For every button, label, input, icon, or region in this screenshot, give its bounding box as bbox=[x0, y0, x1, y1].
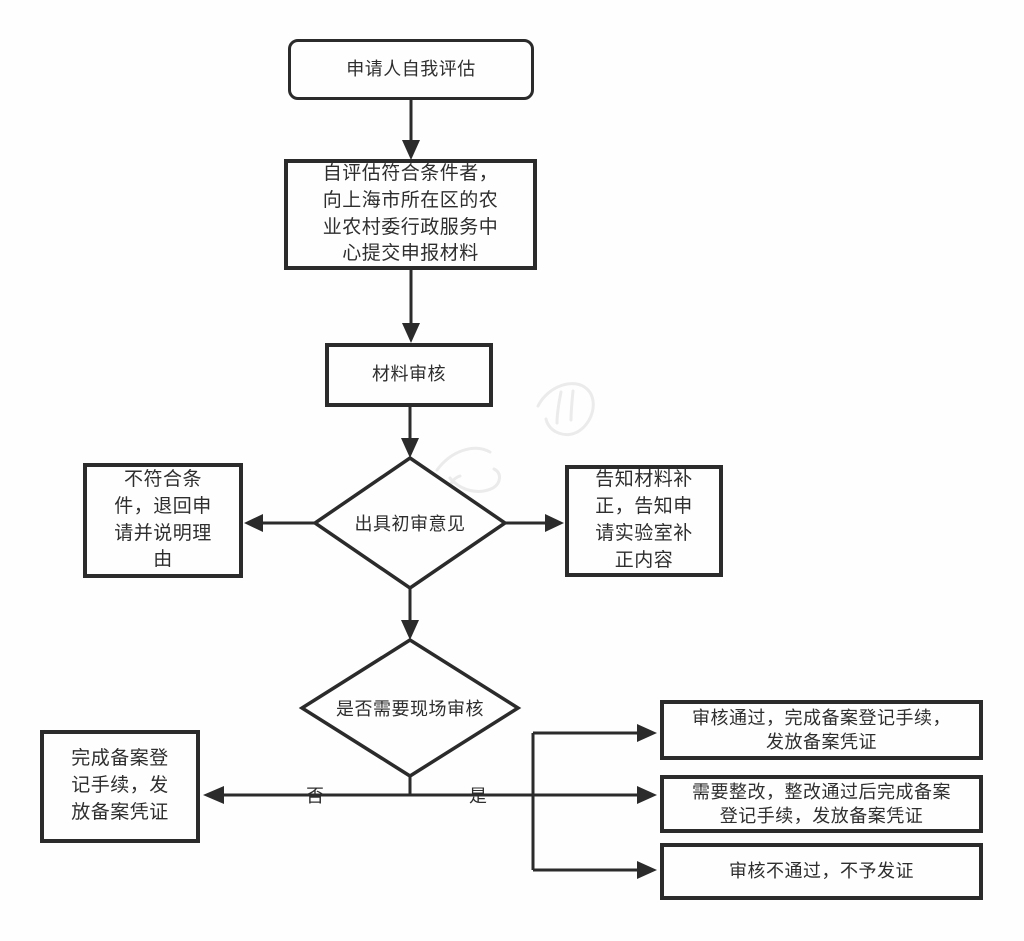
arrowhead-right-icon bbox=[637, 861, 657, 879]
edge-label-yes: 是 bbox=[458, 782, 498, 808]
diamond-initial-opinion-label: 出具初审意见 bbox=[315, 505, 505, 541]
node-complete-label: 完成备案登记手续，发放备案凭证 bbox=[71, 748, 169, 823]
edge-label-yes-text: 是 bbox=[469, 786, 487, 806]
decision-shapes bbox=[298, 455, 522, 779]
node-supplement: 告知材料补正，告知申请实验室补正内容 bbox=[565, 465, 723, 577]
node-reject: 不符合条件，退回申请并说明理由 bbox=[83, 463, 243, 578]
edge-label-no-text: 否 bbox=[306, 786, 324, 806]
edge-label-no: 否 bbox=[295, 782, 335, 808]
node-start: 申请人自我评估 bbox=[288, 39, 534, 100]
node-fail-label: 审核不通过，不予发证 bbox=[729, 860, 914, 881]
arrowhead-right-icon bbox=[637, 786, 657, 804]
node-submit-materials: 自评估符合条件者，向上海市所在区的农业农村委行政服务中心提交申报材料 bbox=[284, 159, 537, 270]
node-submit-label: 自评估符合条件者，向上海市所在区的农业农村委行政服务中心提交申报材料 bbox=[322, 162, 499, 265]
arrowhead-down-icon bbox=[401, 438, 419, 458]
node-rectify: 需要整改，整改通过后完成备案登记手续，发放备案凭证 bbox=[660, 775, 983, 833]
node-start-label: 申请人自我评估 bbox=[346, 58, 476, 79]
node-rectify-label: 需要整改，整改通过后完成备案登记手续，发放备案凭证 bbox=[692, 781, 951, 826]
node-supplement-label: 告知材料补正，告知申请实验室补正内容 bbox=[595, 469, 693, 571]
arrowhead-left-icon bbox=[244, 514, 263, 532]
diamond-onsite-decision bbox=[298, 637, 522, 779]
arrowhead-left-icon bbox=[203, 786, 224, 804]
arrowhead-down-icon bbox=[402, 323, 420, 343]
diamond-onsite-decision-text: 是否需要现场审核 bbox=[336, 699, 484, 719]
node-reject-label: 不符合条件，退回申请并说明理由 bbox=[114, 468, 212, 571]
arrowhead-down-icon bbox=[402, 140, 420, 160]
node-material-review: 材料审核 bbox=[325, 343, 493, 407]
connectors bbox=[203, 100, 657, 879]
node-review-label: 材料审核 bbox=[372, 364, 446, 385]
arrowhead-right-icon bbox=[545, 514, 564, 532]
arrowhead-right-icon bbox=[637, 724, 657, 742]
diamond-initial-opinion-text: 出具初审意见 bbox=[354, 514, 466, 534]
node-fail: 审核不通过，不予发证 bbox=[660, 843, 983, 900]
node-pass: 审核通过，完成备案登记手续，发放备案凭证 bbox=[660, 700, 983, 760]
arrowhead-down-icon bbox=[401, 620, 419, 640]
node-pass-label: 审核通过，完成备案登记手续，发放备案凭证 bbox=[692, 707, 951, 752]
diamond-onsite-decision-label: 是否需要现场审核 bbox=[302, 690, 518, 726]
diamond-initial-opinion bbox=[311, 455, 509, 591]
node-complete-registration: 完成备案登记手续，发放备案凭证 bbox=[40, 730, 200, 843]
